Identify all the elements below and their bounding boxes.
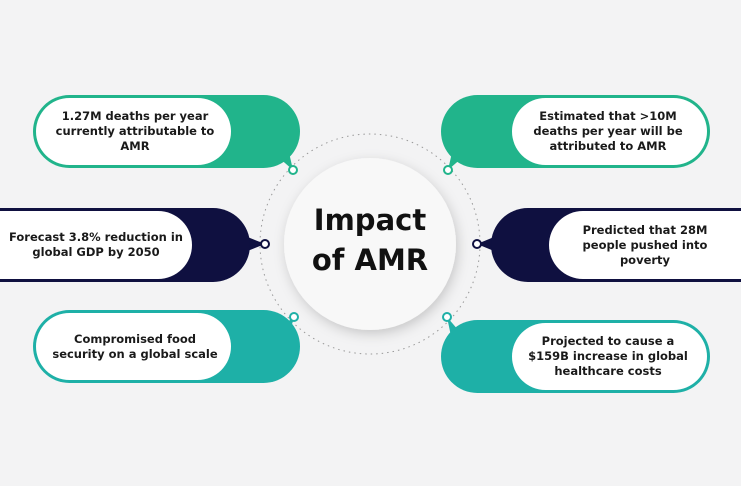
connector-dot-icon xyxy=(289,312,299,322)
bubble-shape-2 xyxy=(0,208,270,282)
connector-dot-icon xyxy=(443,165,453,175)
bubble-shape-6 xyxy=(441,312,710,393)
bubble-shape-3 xyxy=(33,310,300,383)
bubble-text-4: Estimated that >10M deaths per year will… xyxy=(533,109,683,153)
center-circle xyxy=(284,158,456,330)
bubble-shape-1 xyxy=(33,95,300,175)
bubble-text-6: Projected to cause a $159B increase in g… xyxy=(528,334,688,378)
connector-dot-icon xyxy=(260,239,270,249)
bubble-text-5: Predicted that 28M people pushed into po… xyxy=(582,222,708,267)
bubble-shape-5 xyxy=(472,208,741,282)
connector-dot-icon xyxy=(288,165,298,175)
bubble-shape-4 xyxy=(441,95,710,175)
bubble-text-2: Forecast 3.8% reduction in global GDP by… xyxy=(9,230,183,259)
title-line-1: Impact xyxy=(313,203,427,237)
bubble-text-3: Compromised food security on a global sc… xyxy=(52,331,218,361)
connector-dot-icon xyxy=(442,312,452,322)
diagram-title: Impact of AMR xyxy=(282,200,458,280)
bubble-text-1: 1.27M deaths per year currently attribut… xyxy=(55,109,215,153)
connector-dot-icon xyxy=(472,239,482,249)
title-line-2: of AMR xyxy=(311,243,429,277)
